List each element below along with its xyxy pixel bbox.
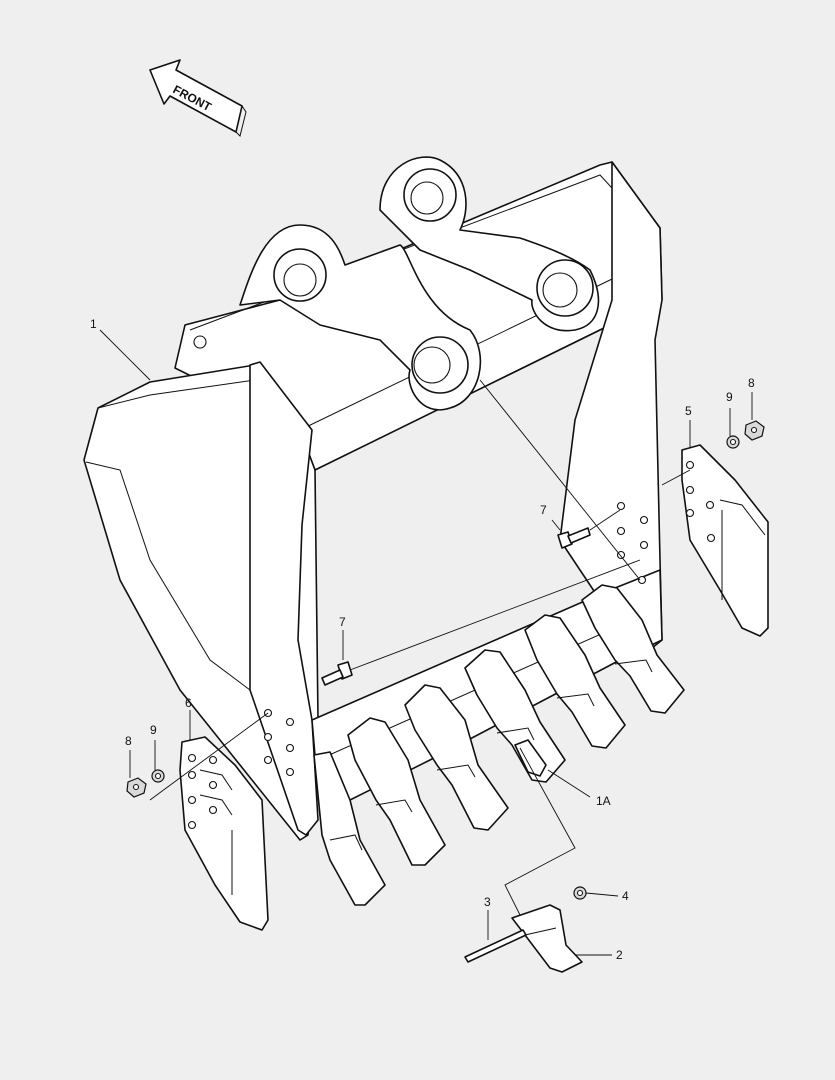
callout-7-left: 7 [339,615,346,629]
nut-right [744,420,765,441]
callout-9-left: 9 [150,723,157,737]
mounting-bracket-left [193,224,482,411]
bolt-left [321,661,353,686]
tooth-6 [581,584,685,714]
nut-left [126,777,147,798]
tooth-adapter-lug [514,739,547,777]
bolt-right [557,527,591,549]
tooth-2 [347,717,446,866]
side-cutter-right [681,444,769,637]
replacement-tooth [511,904,583,973]
washer-left [151,769,165,783]
front-arrow: FRONT [149,59,247,137]
callout-9-right: 9 [726,390,733,404]
leader-lines [99,329,753,956]
callout-8-right: 8 [748,376,755,390]
lock-washer [573,886,587,900]
washer-right [726,435,740,449]
callout-8-left: 8 [125,734,132,748]
mounting-bracket-right [379,156,600,332]
callout-4: 4 [622,889,629,903]
tooth-3 [404,684,509,831]
callout-2: 2 [616,948,623,962]
tooth-pin [464,929,527,963]
tooth-5 [524,614,626,749]
side-cutter-left [179,736,269,931]
callout-3: 3 [484,895,491,909]
callout-1a: 1A [596,794,611,808]
callout-6: 6 [185,696,192,710]
callout-1: 1 [90,317,97,331]
callout-5: 5 [685,404,692,418]
tooth-1 [313,751,386,906]
callout-7-right: 7 [540,503,547,517]
tooth-4 [464,649,566,783]
